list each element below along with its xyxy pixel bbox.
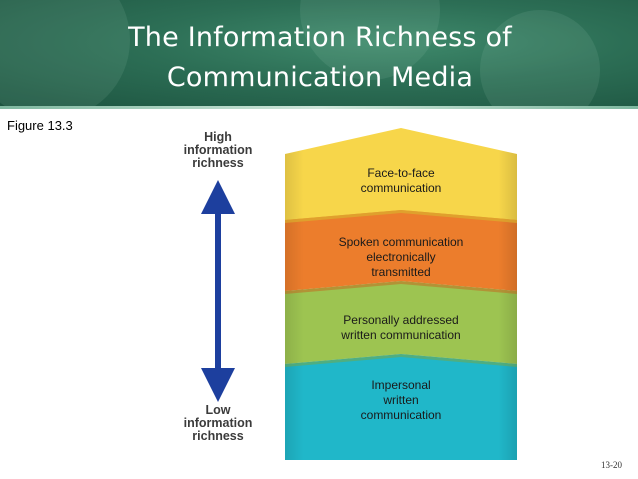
- media-item: Spoken communication electronically tran…: [297, 235, 505, 280]
- low-richness-label: Low information richness: [163, 404, 273, 443]
- arrow-shaft: [215, 210, 221, 372]
- slide-title-line-1: The Information Richness of: [128, 22, 512, 53]
- media-item-line: Face-to-face: [367, 166, 435, 180]
- low-label-line: richness: [192, 429, 244, 443]
- media-item-line: Spoken communication: [338, 235, 464, 249]
- media-item-line: written: [383, 393, 419, 407]
- band-shading: [285, 128, 517, 460]
- banner-divider: [0, 106, 638, 109]
- media-item: Impersonal written communication: [297, 378, 505, 423]
- media-item-line: Personally addressed: [343, 313, 459, 327]
- arrow-head-up: [201, 180, 235, 214]
- media-item-line: communication: [360, 181, 442, 195]
- low-label-line: information: [183, 416, 253, 430]
- arrow-head-down: [201, 368, 235, 402]
- media-item-line: communication: [360, 408, 442, 422]
- low-label-line: Low: [205, 403, 231, 417]
- high-richness-label: High information richness: [163, 131, 273, 170]
- media-item-line: electronically: [366, 250, 436, 264]
- media-item: Personally addressed written communicati…: [297, 313, 505, 343]
- media-richness-stack: Face-to-face communication Spoken commun…: [285, 128, 525, 465]
- slide-number: 13-20: [601, 460, 622, 470]
- spoken-bottom-rim: [285, 281, 517, 294]
- slide-title: The Information Richness of Communicatio…: [100, 18, 540, 98]
- title-banner: The Information Richness of Communicatio…: [0, 0, 638, 106]
- media-item: Face-to-face communication: [297, 166, 505, 196]
- figure-label: Figure 13.3: [7, 118, 73, 133]
- high-label-line: richness: [192, 156, 244, 170]
- high-label-line: information: [183, 143, 253, 157]
- media-item-line: transmitted: [371, 265, 431, 279]
- richness-double-arrow: [201, 180, 235, 402]
- slide-title-line-2: Communication Media: [166, 62, 474, 93]
- high-label-line: High: [204, 130, 232, 144]
- media-bands: [285, 128, 517, 460]
- face-to-face-bottom-rim: [285, 210, 517, 223]
- personal-bottom-rim: [285, 354, 517, 367]
- media-item-line: Impersonal: [371, 378, 431, 392]
- media-item-line: written communication: [341, 328, 461, 342]
